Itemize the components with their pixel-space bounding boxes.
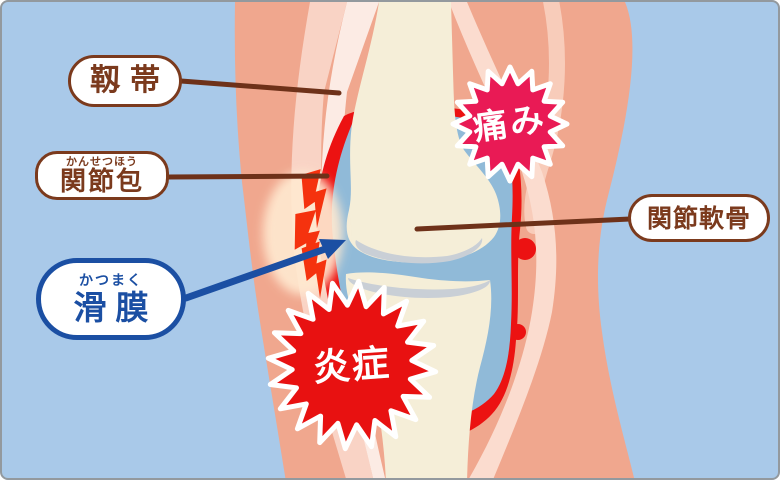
inflamed-bulge (510, 324, 526, 340)
ligament-band (321, 2, 386, 478)
articular-cartilage-pointer-line (414, 216, 633, 232)
articular-cartilage-label-text: 関節軟骨 (646, 203, 751, 233)
inflammation-burst (265, 278, 439, 452)
ligament-pointer-line (178, 78, 342, 96)
inflammation-burst-text: 炎症 (311, 340, 393, 390)
synovium-pointer-line (182, 244, 332, 302)
synovium-label-text: 滑膜 (73, 288, 158, 327)
inflamed-bulge (514, 238, 536, 260)
joint-capsule-label-text: 関節包 (59, 167, 144, 197)
tissue-band-left-outer (291, 2, 374, 478)
joint-capsule-pointer-line (165, 173, 330, 180)
synovium-furigana: かつまく (79, 273, 143, 289)
femur-bone (346, 2, 501, 263)
label-ligament: 靱帯 (68, 55, 182, 107)
joint-capsule-furigana: かんせつほう (66, 155, 138, 168)
pain-burst (450, 64, 570, 184)
tissue-band-right (449, 2, 557, 478)
label-synovium: かつまく 滑膜 (36, 258, 186, 340)
articular-cartilage-femur (355, 238, 483, 264)
ligament-label-text: 靱帯 (90, 63, 170, 98)
label-joint-capsule: かんせつほう 関節包 (35, 151, 169, 200)
synovium-arrowhead-icon (319, 239, 346, 259)
label-articular-cartilage: 関節軟骨 (628, 194, 770, 242)
